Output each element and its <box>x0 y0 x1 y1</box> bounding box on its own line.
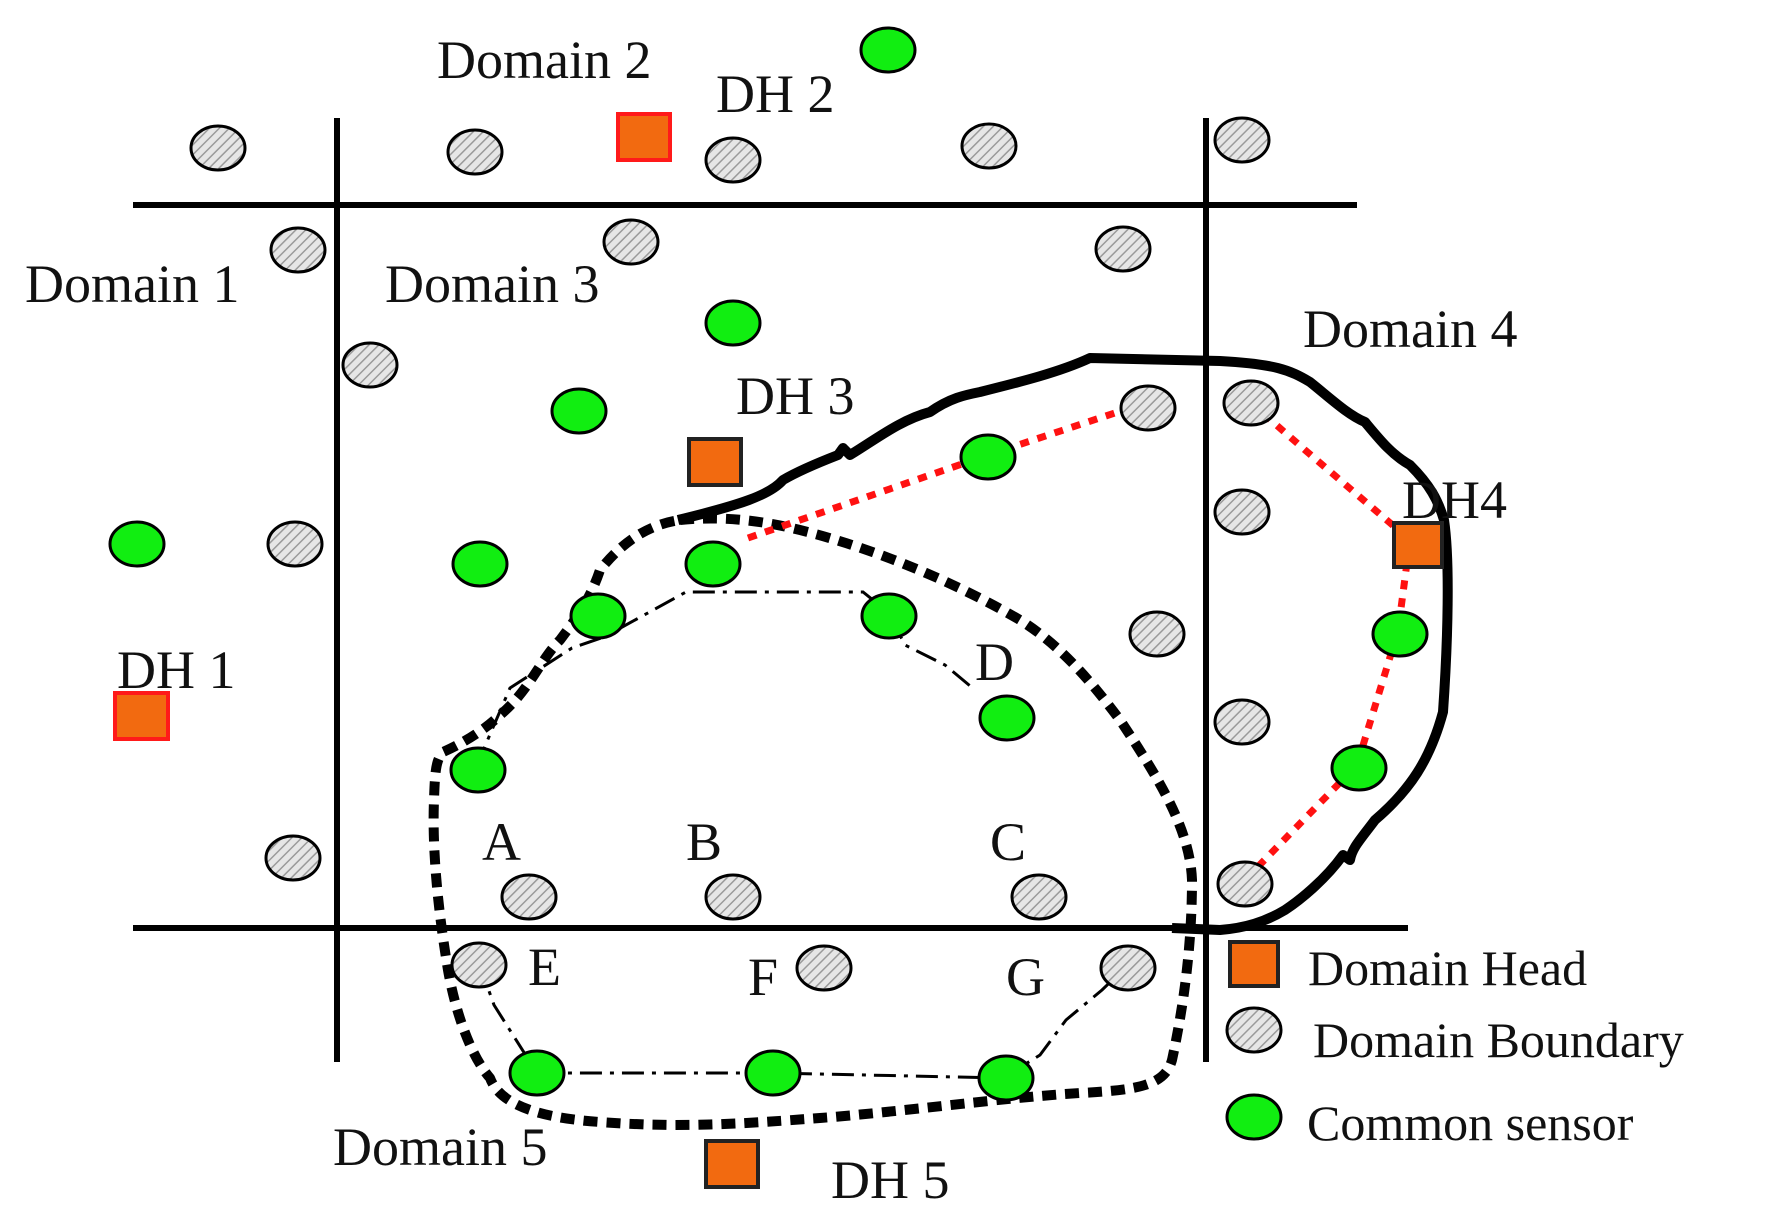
label-dh2: DH 2 <box>716 64 835 124</box>
common-sensor <box>860 592 918 640</box>
boundary-node <box>1099 944 1157 992</box>
domain-head-4 <box>1392 521 1444 569</box>
boundary-node <box>341 341 399 389</box>
boundary-node <box>1128 610 1186 658</box>
label-a: A <box>482 812 521 872</box>
domain-head-nodes <box>113 112 1444 1189</box>
boundary-node <box>1119 384 1177 432</box>
label-d: D <box>975 632 1014 692</box>
common-sensor <box>550 387 608 435</box>
boundary-node <box>1094 225 1152 273</box>
label-dh5: DH 5 <box>831 1150 950 1210</box>
label-domain3: Domain 3 <box>385 254 599 314</box>
legend: Domain Head Domain Boundary Common senso… <box>1225 940 1684 1151</box>
boundary-node <box>189 124 247 172</box>
common-sensor <box>508 1049 566 1097</box>
boundary-node <box>704 873 762 921</box>
route-upper-dashdot <box>474 590 976 768</box>
boundary-node <box>446 128 504 176</box>
label-domain2: Domain 2 <box>437 30 651 90</box>
domain-boundary-nodes <box>189 116 1280 992</box>
common-sensor <box>978 694 1036 742</box>
common-sensor <box>108 520 166 568</box>
domain4-solid-boundary <box>676 353 1453 935</box>
common-sensor <box>704 299 762 347</box>
boundary-node <box>1222 379 1280 427</box>
boundary-node <box>795 944 853 992</box>
boundary-node <box>266 520 324 568</box>
label-domain4: Domain 4 <box>1303 299 1517 359</box>
label-dh3: DH 3 <box>736 366 855 426</box>
common-sensor <box>959 433 1017 481</box>
domain-head-1 <box>113 691 170 741</box>
label-e: E <box>528 937 561 997</box>
label-g: G <box>1006 947 1045 1007</box>
boundary-node <box>602 218 660 266</box>
common-sensor <box>684 540 742 588</box>
boundary-node <box>1213 488 1271 536</box>
common-sensor <box>451 540 509 588</box>
boundary-node <box>1213 698 1271 746</box>
boundary-node <box>264 834 322 882</box>
boundary-node <box>1213 116 1271 164</box>
domain-grid <box>133 118 1408 1062</box>
common-sensor <box>744 1049 802 1097</box>
legend-domain-head-icon <box>1228 940 1280 988</box>
label-c: C <box>990 812 1026 872</box>
boundary-node <box>450 941 508 989</box>
legend-common-sensor-label: Common sensor <box>1307 1095 1634 1151</box>
common-sensor <box>859 26 917 74</box>
boundary-node <box>269 226 327 274</box>
common-sensor <box>569 592 627 640</box>
label-domain5: Domain 5 <box>333 1117 547 1177</box>
legend-common-sensor-icon <box>1225 1093 1283 1141</box>
domain-head-3 <box>687 437 743 487</box>
legend-domain-boundary-icon <box>1225 1006 1283 1054</box>
common-sensor <box>1330 744 1388 792</box>
label-dh4: DH4 <box>1402 470 1507 530</box>
label-b: B <box>686 812 722 872</box>
domain5-dashed-boundary <box>428 513 1197 1130</box>
legend-domain-head-label: Domain Head <box>1308 940 1587 996</box>
common-sensor <box>977 1054 1035 1102</box>
legend-domain-boundary-label: Domain Boundary <box>1313 1012 1684 1068</box>
common-sensor <box>449 746 507 794</box>
label-domain1: Domain 1 <box>25 254 239 314</box>
boundary-node <box>500 873 558 921</box>
label-dh1: DH 1 <box>117 640 236 700</box>
boundary-node <box>1216 860 1274 908</box>
domain-head-2 <box>616 112 672 162</box>
red-dotted-routes <box>746 398 1414 883</box>
boundary-node <box>1010 873 1068 921</box>
common-sensor <box>1371 610 1429 658</box>
boundary-node <box>960 122 1018 170</box>
domain-head-5 <box>704 1139 760 1189</box>
common-sensor-nodes <box>108 26 1429 1102</box>
diagram-labels: Domain 2 DH 2 Domain 1 Domain 3 Domain 4… <box>25 30 1517 1210</box>
label-f: F <box>748 947 778 1007</box>
boundary-node <box>704 136 762 184</box>
